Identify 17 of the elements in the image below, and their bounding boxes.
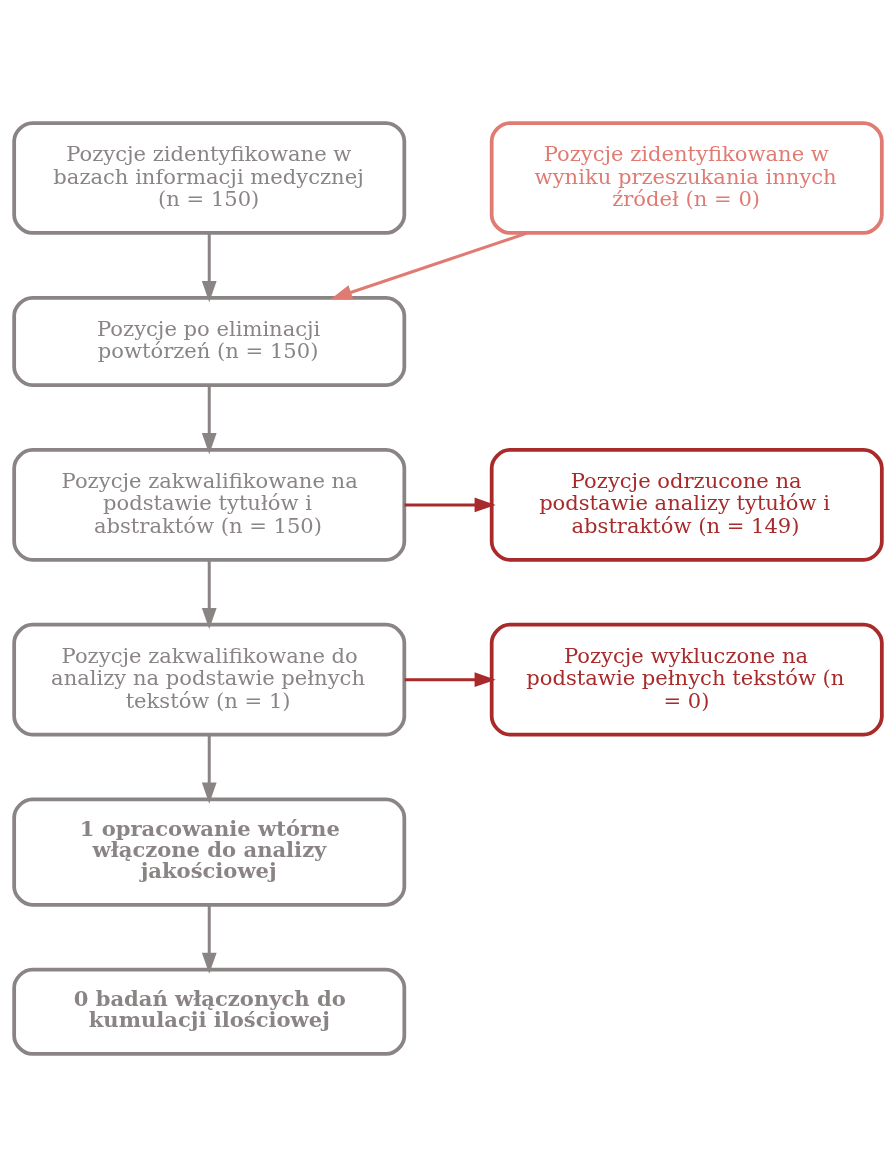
arrow (201, 385, 217, 454)
node-box: Pozycje zidentyfikowane w wyniku przeszukania innych źródeł (n = 0) (489, 120, 884, 235)
arrow (201, 559, 217, 629)
node-box: Pozycje po eliminacji powtórzeń (n = 150) (12, 295, 407, 387)
arrow (404, 671, 496, 687)
node-box: 0 badań włączonych do kumulacji ilościowej (12, 967, 407, 1056)
arrow (201, 734, 217, 804)
node-box: Pozycje odrzucone na podstawie analizy tytułów i abstraktów (n = 149) (489, 447, 884, 562)
node-box: Pozycje zidentyfikowane w bazach informacji medycznej (n = 150) (12, 120, 407, 235)
arrow (330, 231, 528, 299)
arrow (201, 904, 217, 974)
arrow (404, 497, 496, 512)
node-box: 1 opracowanie wtórne włączone do analizy jakościowej (12, 797, 407, 907)
node-box: Pozycje zakwalifikowane do analizy na podstawie pełnych tekstów (n = 1) (12, 622, 407, 736)
node-box: Pozycje wykluczone na podstawie pełnych tekstów (n = 0) (489, 622, 884, 736)
arrow (201, 232, 217, 302)
node-box: Pozycje zakwalifikowane na podstawie tytułów i abstraktów (n = 150) (12, 447, 407, 562)
